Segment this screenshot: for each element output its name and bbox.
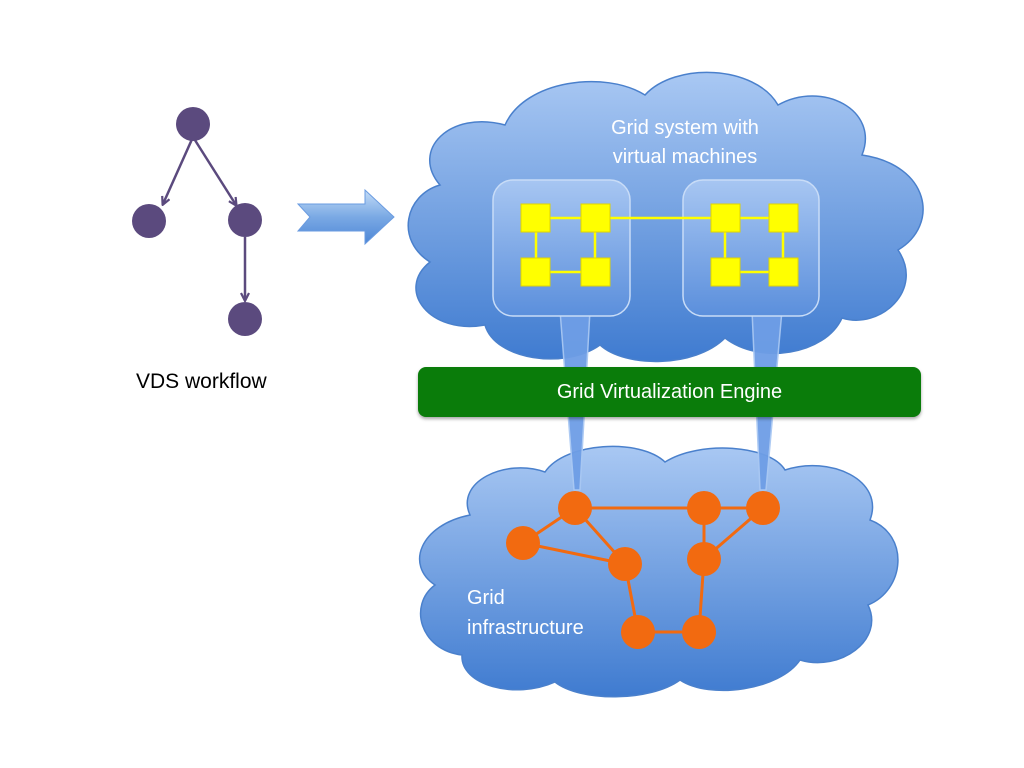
vm-node bbox=[580, 257, 611, 287]
workflow-edge bbox=[191, 136, 236, 205]
workflow-node bbox=[176, 107, 210, 141]
infrastructure-node bbox=[682, 615, 716, 649]
infrastructure-node bbox=[608, 547, 642, 581]
vm-node bbox=[710, 257, 741, 287]
vm-node bbox=[768, 257, 799, 287]
grid-infrastructure-label-line: Grid bbox=[467, 587, 505, 609]
workflow-node bbox=[132, 204, 166, 238]
right-arrow-icon bbox=[296, 188, 395, 246]
grid-system-label-line: virtual machines bbox=[612, 146, 758, 168]
grid-system-label: Grid system with virtual machines bbox=[585, 114, 785, 172]
infrastructure-node bbox=[687, 542, 721, 576]
workflow-graph bbox=[132, 107, 262, 336]
workflow-node bbox=[228, 302, 262, 336]
infrastructure-node bbox=[746, 491, 780, 525]
grid-virtualization-engine-bar: Grid Virtualization Engine bbox=[418, 367, 921, 417]
vm-node bbox=[768, 203, 799, 233]
vm-node bbox=[710, 203, 741, 233]
grid-infrastructure-label-line: infrastructure bbox=[467, 617, 584, 639]
grid-infrastructure-label: Grid infrastructure bbox=[467, 583, 584, 643]
vm-node bbox=[580, 203, 611, 233]
workflow-label: VDS workflow bbox=[136, 370, 267, 393]
vm-node bbox=[520, 257, 551, 287]
workflow-edge bbox=[163, 136, 195, 204]
virtual-machine-box bbox=[492, 179, 631, 317]
infrastructure-node bbox=[506, 526, 540, 560]
grid-infrastructure-cloud bbox=[418, 445, 899, 698]
vm-nodes bbox=[520, 203, 799, 287]
infrastructure-node bbox=[621, 615, 655, 649]
grid-system-label-line: Grid system with bbox=[611, 117, 759, 139]
vm-node bbox=[520, 203, 551, 233]
infrastructure-nodes bbox=[506, 491, 780, 649]
engine-label: Grid Virtualization Engine bbox=[556, 380, 783, 403]
workflow-node bbox=[228, 203, 262, 237]
infrastructure-node bbox=[558, 491, 592, 525]
infrastructure-node bbox=[687, 491, 721, 525]
virtual-machine-box bbox=[682, 179, 820, 317]
